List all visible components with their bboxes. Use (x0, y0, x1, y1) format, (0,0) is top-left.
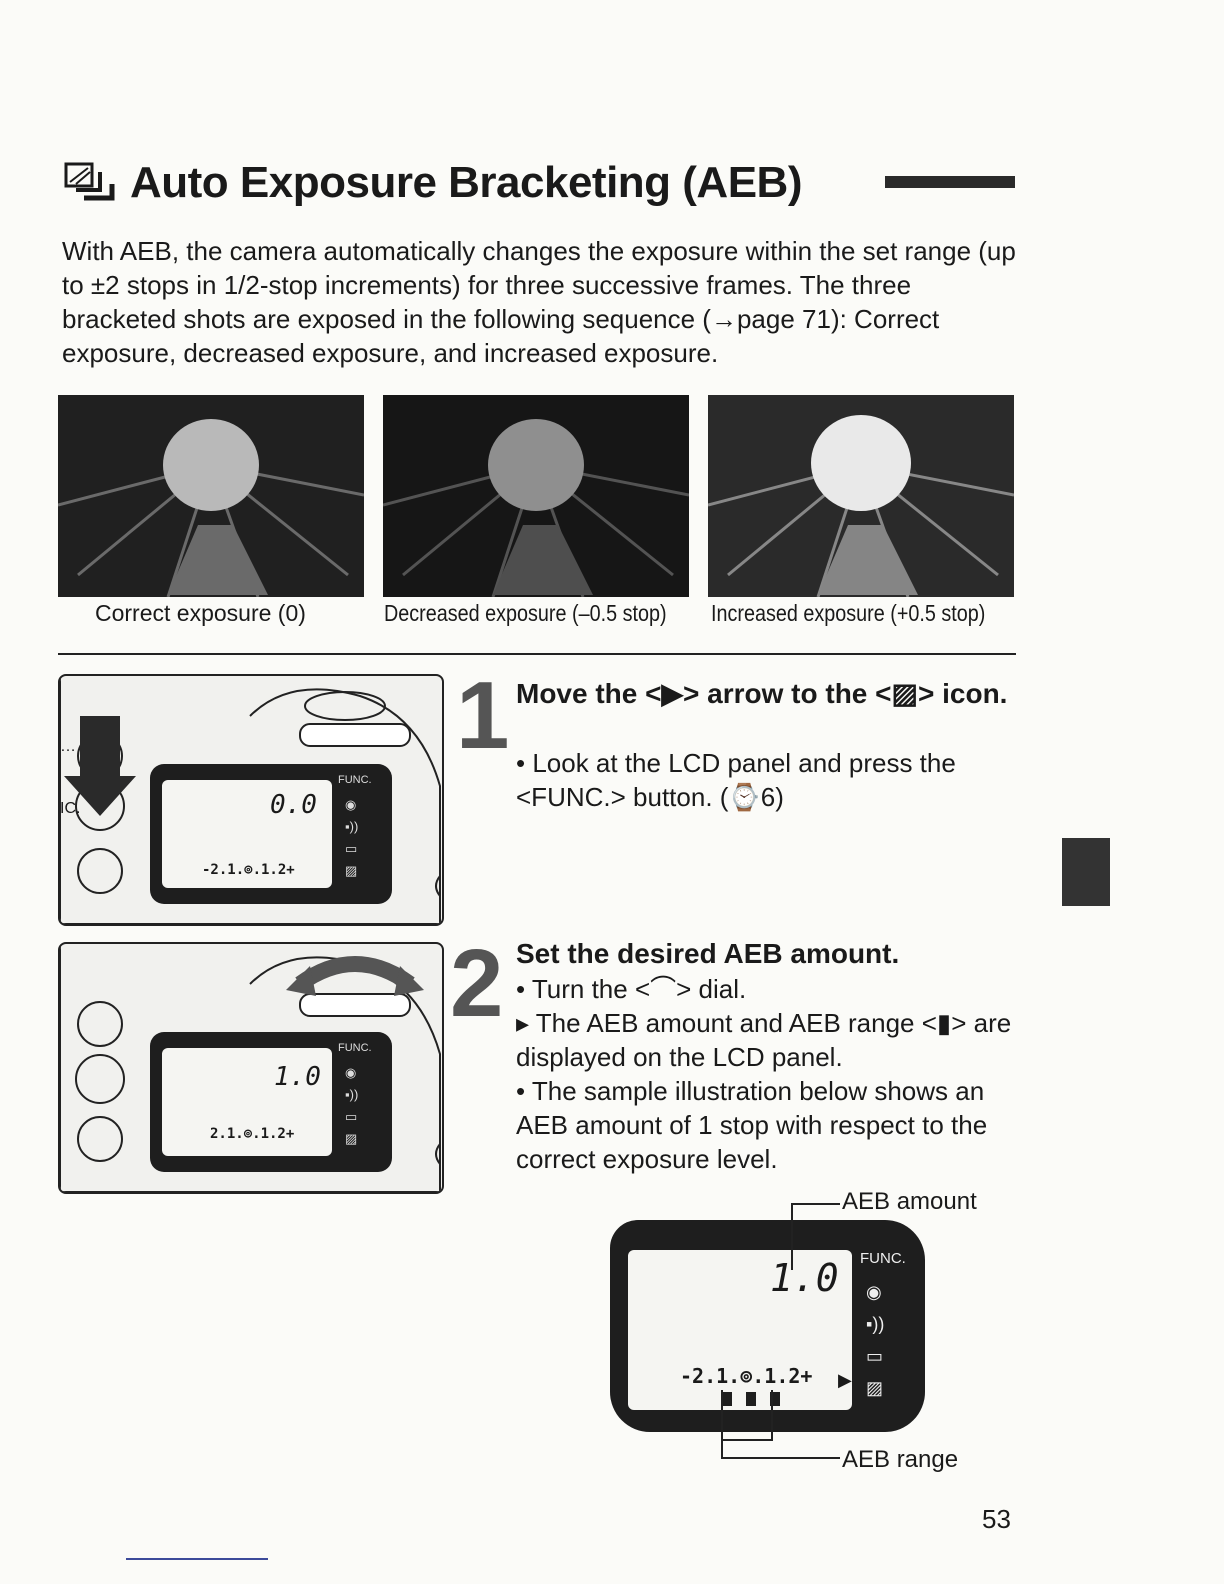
photo-correct-exposure (58, 395, 364, 597)
lcd-panel: 0.0 -2.1.⊚.1.2+ FUNC. ◉ ▪)) ▭ ▨ (150, 764, 392, 904)
step-1-bullet: • Look at the LCD panel and press the <F… (516, 748, 956, 812)
side-button-label-2: IC. (60, 800, 81, 817)
lcd-scale: 2.1.⊚.1.2+ (210, 1126, 295, 1142)
eye-icon: ◉ (345, 797, 357, 812)
side-button-label-1: … (60, 738, 76, 755)
step-2-title: Set the desired AEB amount. (516, 938, 900, 969)
caption-increased: Increased exposure (+0.5 stop) (711, 600, 986, 626)
lcd-illustration: 1.0 -2.1.⊚.1.2+ ▶ FUNC. ◉ ▪)) ▭ ▨ (610, 1220, 925, 1432)
lcd-aeb-value: 1.0 (770, 1256, 839, 1300)
drive-icon: ▭ (345, 1109, 358, 1124)
chapter-tab (1062, 838, 1110, 906)
photo-increased-exposure (708, 395, 1014, 597)
title-rule (885, 176, 1015, 188)
step-1-title: Move the <▶> arrow to the <▨> icon. (516, 678, 1008, 709)
step-number-2: 2 (450, 930, 504, 1037)
beep-icon: ▪)) (345, 819, 359, 834)
caption-decreased: Decreased exposure (–0.5 stop) (384, 600, 667, 626)
callout-lines (721, 1203, 840, 1459)
aeb-range-marker (770, 1392, 780, 1406)
beep-icon: ▪)) (345, 1087, 359, 1102)
drive-icon: ▭ (866, 1346, 884, 1366)
aeb-icon: ▨ (345, 1131, 358, 1146)
title-text: Auto Exposure Bracketing (AEB) (130, 158, 802, 207)
eye-icon: ◉ (345, 1065, 357, 1080)
page-title: Auto Exposure Bracketing (AEB) (62, 158, 802, 208)
beep-icon: ▪)) (866, 1314, 885, 1334)
photo-decreased-exposure (383, 395, 689, 597)
aeb-icon: ▨ (866, 1378, 884, 1398)
lcd-panel: 1.0 2.1.⊚.1.2+ FUNC. ◉ ▪)) ▭ ▨ (150, 1032, 392, 1172)
step-number-1: 1 (456, 662, 510, 769)
aeb-icon: ▨ (891, 678, 918, 709)
intro-paragraph: With AEB, the camera automatically chang… (62, 236, 1016, 368)
aeb-icon (64, 162, 115, 201)
lcd-func-label: FUNC. (860, 1250, 906, 1267)
arrow-right-icon: ▶ (838, 1370, 852, 1390)
section-divider (58, 653, 1016, 655)
aeb-range-marker (722, 1392, 732, 1406)
camera-figure-step2: 1.0 2.1.⊚.1.2+ FUNC. ◉ ▪)) ▭ ▨ (58, 942, 444, 1194)
lcd-func-label: FUNC. (338, 774, 372, 786)
step-2-bullet-1: • Turn the <⌒> dial. (516, 974, 747, 1004)
lcd-aeb-value: 1.0 (274, 1062, 321, 1092)
lcd-scale: -2.1.⊚.1.2+ (202, 862, 295, 878)
lcd-func-label: FUNC. (338, 1042, 372, 1054)
page-number: 53 (982, 1504, 1011, 1534)
lcd-aeb-value: 0.0 (270, 790, 317, 820)
lcd-scale: -2.1.⊚.1.2+ (680, 1364, 813, 1388)
callout-aeb-amount: AEB amount (842, 1188, 977, 1215)
drive-icon: ▭ (345, 841, 358, 856)
caption-correct: Correct exposure (0) (95, 600, 306, 626)
callout-aeb-range: AEB range (842, 1446, 959, 1473)
aeb-range-marker (746, 1392, 756, 1406)
footer-line (126, 1558, 268, 1560)
eye-icon: ◉ (866, 1282, 882, 1302)
camera-figure-step1: … IC. 0.0 -2.1.⊚.1.2+ FUNC. ◉ ▪)) ▭ ▨ (58, 674, 444, 926)
step-2-bullet-3: • The sample illustration below shows an… (516, 1076, 988, 1174)
step-2-bullet-2: ▸ The AEB amount and AEB range <▮> are d… (516, 1008, 1012, 1072)
aeb-icon: ▨ (345, 863, 358, 878)
